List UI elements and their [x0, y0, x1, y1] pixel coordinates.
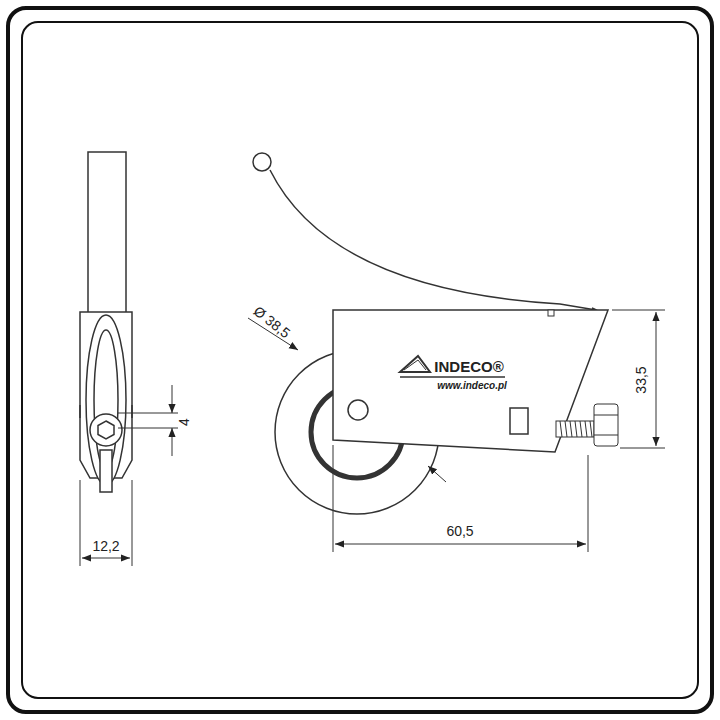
- dimension-lines: [80, 385, 178, 566]
- brand-url: www.indeco.pl: [437, 381, 507, 391]
- diameter-dimension: Ø 38,5: [251, 304, 293, 341]
- pin-dimension: 4: [177, 418, 191, 426]
- length-dimension: 60,5: [446, 524, 473, 538]
- outer-frame: [8, 8, 712, 712]
- spring-loop: [253, 153, 271, 171]
- dimension-lines: [248, 310, 665, 552]
- adjust-screw: [556, 404, 618, 446]
- bracket-body: [333, 310, 608, 452]
- brand-logo: INDECO®: [434, 359, 503, 374]
- axle-hole: [348, 400, 368, 420]
- spring-wire: [270, 170, 596, 310]
- side-view: [80, 152, 132, 492]
- adjust-window: [510, 408, 528, 434]
- inner-frame: [22, 22, 698, 698]
- logo-mark: [400, 356, 505, 377]
- height-dimension: 33,5: [634, 366, 648, 393]
- bracket-notch: [548, 310, 554, 316]
- width-dimension: 12,2: [92, 539, 119, 553]
